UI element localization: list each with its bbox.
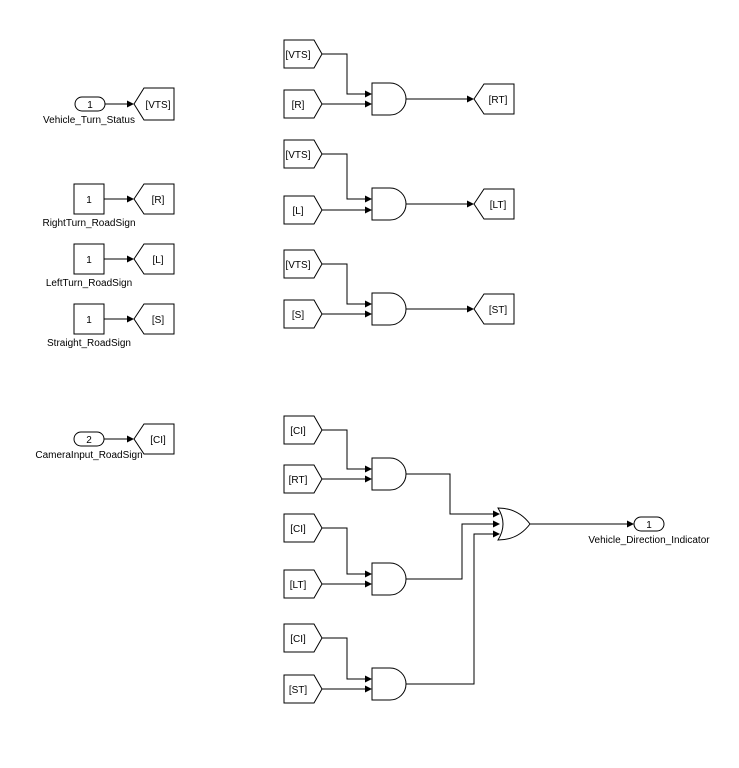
and-gate-ci-st[interactable] [371,667,407,701]
from-lt[interactable]: [LT] [283,569,323,599]
goto-rt[interactable]: [RT] [473,83,515,115]
goto-tag: [VTS] [145,100,170,111]
constant-value: 1 [86,195,92,206]
from-tag: [LT] [290,580,307,591]
arrow-head [467,305,474,313]
goto-tag: [CI] [150,435,166,446]
arrow-head [365,475,372,483]
constant-label: Straight_RoadSign [47,338,131,349]
or-gate[interactable] [497,507,531,541]
arrow-head [127,100,134,108]
constant-label: LeftTurn_RoadSign [46,278,132,289]
from-tag: [RT] [289,475,308,486]
goto-tag: [RT] [489,95,508,106]
arrow-head [365,580,372,588]
from-r[interactable]: [R] [283,89,323,119]
arrow-head [467,95,474,103]
arrow-head [365,310,372,318]
from-tag: [VTS] [285,150,310,161]
from-tag: [S] [292,310,304,321]
arrow-head [365,300,372,308]
goto-tag: [ST] [489,305,508,316]
goto-tag: [LT] [490,200,507,211]
arrow-head [365,465,372,473]
wire [322,263,366,305]
from-tag: [CI] [290,524,306,535]
from-ci-3[interactable]: [CI] [283,623,323,653]
from-ci-1[interactable]: [CI] [283,415,323,445]
goto-s[interactable]: [S] [133,303,175,335]
from-tag: [VTS] [285,260,310,271]
from-tag: [CI] [290,634,306,645]
inport-camerainput-roadsign[interactable]: 2 [73,431,105,447]
from-vts-2[interactable]: [VTS] [283,139,323,169]
wire [322,637,366,680]
from-tag: [R] [292,100,305,111]
arrow-head [365,675,372,683]
from-ci-2[interactable]: [CI] [283,513,323,543]
arrow-head [365,90,372,98]
inport-label: CameraInput_RoadSign [35,450,142,461]
goto-st[interactable]: [ST] [473,293,515,325]
arrow-head [365,100,372,108]
and-gate-ci-lt[interactable] [371,562,407,596]
arrow-head [127,435,134,443]
constant-leftturn[interactable]: 1 [73,243,105,275]
outport-number: 1 [646,520,652,531]
goto-tag: [L] [152,255,163,266]
constant-value: 1 [86,255,92,266]
constant-label: RightTurn_RoadSign [42,218,135,229]
inport-label: Vehicle_Turn_Status [43,115,135,126]
from-tag: [CI] [290,426,306,437]
arrow-head [493,520,500,528]
wire [406,523,494,580]
from-tag: [ST] [289,685,308,696]
arrow-head [365,206,372,214]
wire [322,53,366,95]
wire [322,429,366,470]
outport-label: Vehicle_Direction_Indicator [588,535,710,546]
goto-l[interactable]: [L] [133,243,175,275]
wire [322,527,366,575]
from-vts-3[interactable]: [VTS] [283,249,323,279]
and-gate-rt[interactable] [371,82,407,116]
arrow-head [467,200,474,208]
and-gate-lt[interactable] [371,187,407,221]
arrow-head [127,195,134,203]
goto-r[interactable]: [R] [133,183,175,215]
wire [406,533,494,685]
outport-vehicle-direction-indicator[interactable]: 1 [633,516,665,532]
from-vts-1[interactable]: [VTS] [283,39,323,69]
goto-lt[interactable]: [LT] [473,188,515,220]
arrow-head [127,315,134,323]
arrow-head [627,520,634,528]
arrow-head [365,570,372,578]
inport-number: 2 [86,435,92,446]
from-st[interactable]: [ST] [283,674,323,704]
arrow-head [365,195,372,203]
goto-tag: [R] [152,195,165,206]
inport-vehicle-turn-status[interactable]: 1 [74,96,106,112]
goto-ci[interactable]: [CI] [133,423,175,455]
arrow-head [127,255,134,263]
from-l[interactable]: [L] [283,195,323,225]
constant-rightturn[interactable]: 1 [73,183,105,215]
from-s[interactable]: [S] [283,299,323,329]
and-gate-st[interactable] [371,292,407,326]
constant-straight[interactable]: 1 [73,303,105,335]
and-gate-ci-rt[interactable] [371,457,407,491]
inport-number: 1 [87,100,93,111]
arrow-head [493,530,500,538]
goto-tag: [S] [152,315,164,326]
constant-value: 1 [86,315,92,326]
arrow-head [365,685,372,693]
wire [406,473,494,515]
from-tag: [L] [292,206,303,217]
wire [322,153,366,200]
from-rt[interactable]: [RT] [283,464,323,494]
from-tag: [VTS] [285,50,310,61]
goto-vts[interactable]: [VTS] [133,87,175,121]
arrow-head [493,510,500,518]
